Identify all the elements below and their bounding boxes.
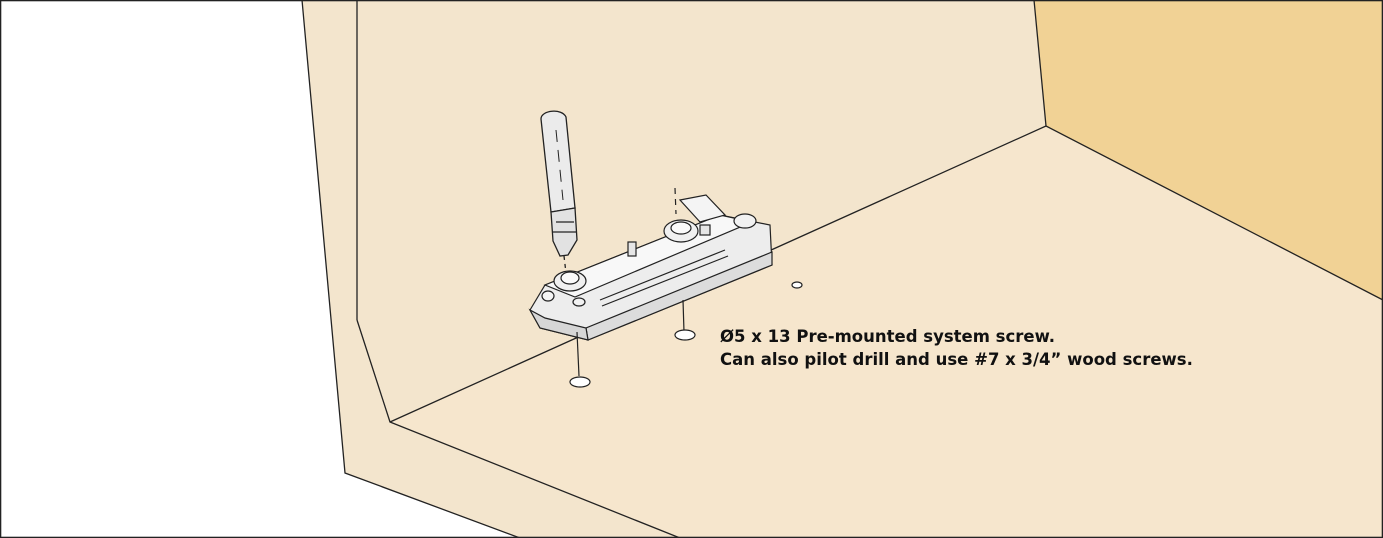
pilot-hole-icon [569, 281, 803, 388]
pilot-hole-front [569, 376, 591, 388]
cabinet-floor-panel [390, 126, 1383, 538]
screw-annotation: Ø5 x 13 Pre-mounted system screw. Can al… [720, 325, 1193, 371]
cabinet-front-edge [302, 0, 680, 538]
pilot-hole-back [791, 281, 803, 289]
annotation-line-1: Ø5 x 13 Pre-mounted system screw. [720, 327, 1056, 346]
annotation-line-2: Can also pilot drill and use #7 x 3/4” w… [720, 350, 1193, 369]
cabinet-side-wall [1034, 0, 1383, 300]
screwdriver-icon [540, 110, 578, 291]
hinge-mounting-plate-icon [528, 187, 773, 377]
pilot-hole-middle [674, 329, 696, 341]
